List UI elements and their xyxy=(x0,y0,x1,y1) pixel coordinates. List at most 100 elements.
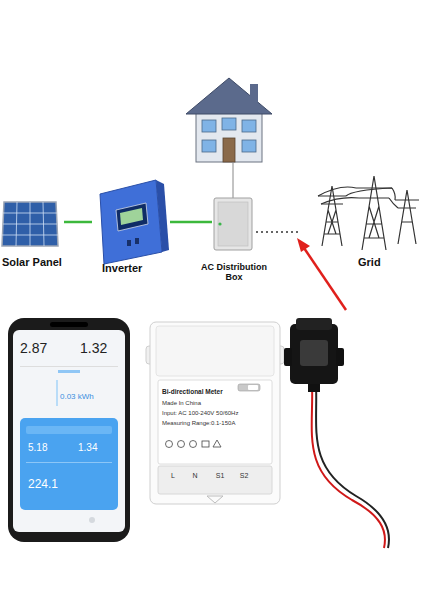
node-text: S1 xyxy=(212,472,228,480)
current-clamp-part xyxy=(290,324,338,384)
meter-illustration-part xyxy=(190,441,197,448)
house-icon-part xyxy=(242,120,256,132)
house-icon-part xyxy=(223,138,235,162)
current-clamp-part xyxy=(316,384,389,548)
meter-illustration xyxy=(146,322,284,504)
phone-illustration-part xyxy=(20,418,118,510)
meter-illustration-part xyxy=(158,466,272,494)
inverter-icon-part xyxy=(100,180,162,264)
power-line xyxy=(170,222,212,223)
power-towers-icon-part xyxy=(318,187,398,208)
node-text: Measuring Range:0.1-150A xyxy=(162,420,274,427)
inverter-icon-part xyxy=(116,203,148,231)
power-line xyxy=(64,222,92,223)
node-text: 5.18 xyxy=(28,442,68,454)
meter-illustration-part xyxy=(207,496,223,503)
current-clamp xyxy=(284,318,389,548)
connector-line xyxy=(256,231,300,233)
current-clamp-part xyxy=(336,348,344,366)
solar-panel-icon xyxy=(2,202,58,246)
house-icon-part xyxy=(222,118,236,130)
node-text: Made In China xyxy=(162,400,272,407)
inverter-icon-part xyxy=(127,240,131,246)
solar-panel-node: Solar Panel xyxy=(2,196,64,274)
solar-panel-icon-part xyxy=(3,224,57,225)
pointer-arrow xyxy=(297,238,346,310)
current-clamp-part xyxy=(308,384,320,392)
phone-illustration-part xyxy=(20,366,118,367)
phone-app-node: 2.87 1.32 0.03 kWh 5.18 1.34 224.1 xyxy=(8,318,130,542)
inverter-icon xyxy=(100,180,169,264)
node-text: 2.87 xyxy=(20,340,66,356)
inverter-icon-part xyxy=(120,208,143,225)
solar-panel-icon-part xyxy=(3,213,57,214)
meter-illustration-part xyxy=(150,322,280,504)
phone-illustration-part xyxy=(26,426,112,434)
node-text: 0.03 kWh xyxy=(60,392,122,401)
grid-node: Grid xyxy=(300,168,422,274)
meter-illustration-part xyxy=(166,441,173,448)
house-icon-part xyxy=(202,120,216,132)
current-clamp-part xyxy=(300,340,328,366)
node-text: Input: AC 100-240V 50/60Hz xyxy=(162,410,274,417)
node-text: AC Distribution Box xyxy=(196,262,272,283)
node-text: N xyxy=(188,472,202,480)
house-icon-part xyxy=(186,78,272,114)
meter-node: Bi-directional MeterMade In ChinaInput: … xyxy=(150,322,280,504)
connector-line xyxy=(64,221,92,224)
inverter-icon-part xyxy=(135,238,139,244)
meter-illustration-part xyxy=(178,441,185,448)
grid-connection-line xyxy=(256,232,300,233)
phone-illustration-part xyxy=(8,318,130,542)
power-towers-icon-part xyxy=(318,186,346,246)
node-text: Bi-directional Meter xyxy=(162,388,242,395)
solar-panel-icon-part xyxy=(2,202,58,246)
house-icon-part xyxy=(202,140,216,152)
node-text: 224.1 xyxy=(28,478,88,492)
phone-illustration xyxy=(8,318,130,542)
meter-illustration-part xyxy=(248,385,258,390)
house-icon-part xyxy=(242,140,256,152)
distribution-box-icon-part xyxy=(214,198,252,250)
house-icon-part xyxy=(196,110,262,162)
phone-illustration-part xyxy=(26,462,112,463)
phone-illustration-part xyxy=(13,330,125,532)
phone-illustration-part xyxy=(89,517,95,523)
power-towers-icon xyxy=(318,176,419,250)
node-text: 1.34 xyxy=(78,442,118,454)
pointer-arrow-part xyxy=(297,238,310,252)
meter-illustration-part xyxy=(213,440,221,447)
connector-line xyxy=(170,221,212,224)
distribution-box-icon-part xyxy=(218,222,221,225)
phone-illustration-part xyxy=(56,380,58,406)
pointer-arrow-part xyxy=(304,248,346,310)
current-clamp-part xyxy=(296,318,332,330)
distribution-box-icon-part xyxy=(218,202,248,246)
house-icon-part xyxy=(250,84,258,102)
inverter-node: Inverter xyxy=(92,176,170,276)
phone-illustration-part xyxy=(58,370,80,373)
node-text: 1.32 xyxy=(80,340,126,356)
power-towers-icon-part xyxy=(356,176,392,250)
meter-illustration-part xyxy=(156,326,274,376)
distribution-box-node: AC Distribution Box xyxy=(212,192,256,292)
node-text: S2 xyxy=(236,472,252,480)
distribution-box-icon-part xyxy=(233,162,234,198)
inverter-icon-part xyxy=(156,180,169,252)
current-clamp-part xyxy=(312,384,385,548)
phone-illustration-part xyxy=(50,322,88,327)
distribution-box-icon xyxy=(214,162,252,250)
current-clamp-part xyxy=(284,348,292,366)
solar-panel-icon-part xyxy=(2,235,58,236)
house-icon xyxy=(186,78,272,162)
node-text: L xyxy=(166,472,180,480)
meter-illustration-part xyxy=(238,384,260,391)
node-text: Inverter xyxy=(102,262,162,275)
node-text: Solar Panel xyxy=(2,256,74,269)
node-text: Grid xyxy=(358,256,408,269)
meter-illustration-part xyxy=(202,441,209,447)
power-towers-icon-part xyxy=(395,190,419,244)
